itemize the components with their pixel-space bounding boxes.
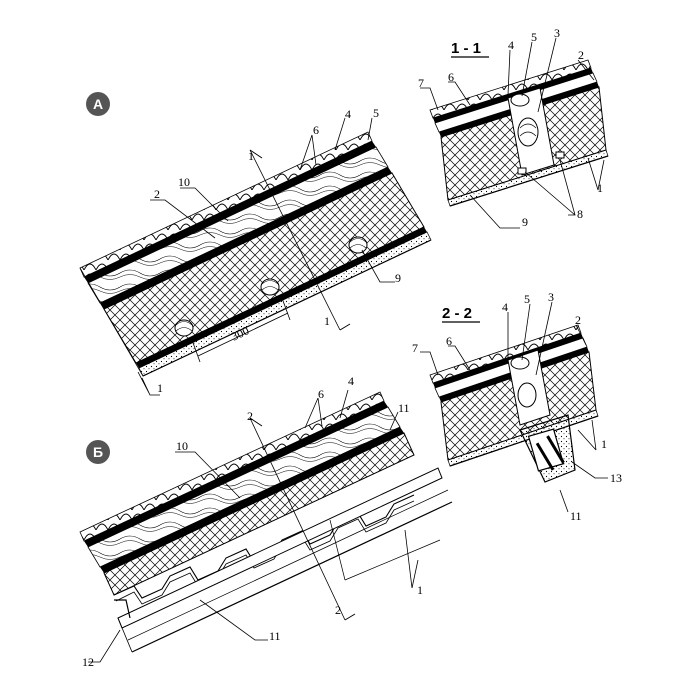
callout-4-s22: 4 [502,300,508,314]
insulation-layer-b [103,432,415,596]
callout-4-s11: 4 [508,38,514,52]
callout-3-s11: 3 [554,26,560,40]
variant-b-detail [79,389,453,663]
section-2-2-title: 2 - 2 [442,305,472,322]
callout-6-s22: 6 [446,334,452,348]
callout-4-a: 4 [345,107,351,121]
callout-13-s22: 13 [610,471,622,485]
callout-1-s22: 1 [601,437,607,451]
callout-9-a: 9 [395,271,401,285]
callout-11-b-top: 11 [398,401,410,415]
callout-2-b-bottom: 2 [335,603,341,617]
callout-1-a-top: 1 [248,149,254,163]
variant-b-badge [86,440,110,464]
callout-11-b-bottom: 11 [269,629,281,643]
section-1-1-detail [420,37,609,229]
callout-3-s22: 3 [548,290,554,304]
variant-a-badge [86,92,110,116]
purlin-logs-a [174,236,368,337]
callout-5-s22: 5 [524,292,530,306]
dimension-300: 300 [229,323,251,343]
callout-1-s11: 1 [597,181,603,195]
callout-1-a-bottom: 1 [324,314,330,328]
callout-5-a: 5 [373,106,379,120]
variant-a-detail [79,117,432,396]
callout-9-s11: 9 [522,215,528,229]
callout-10-a: 10 [178,175,190,189]
variant-b-letter: Б [93,444,103,460]
callout-1-b: 1 [417,583,423,597]
callout-6-a: 6 [313,123,319,137]
callout-8-s11: 8 [577,207,583,221]
callout-4-b: 4 [348,374,354,388]
callout-11-s22: 11 [570,509,582,523]
callout-5-s11: 5 [531,30,537,44]
callout-6-b: 6 [318,387,324,401]
section-2-2-detail [420,301,608,513]
callout-2-s22: 2 [575,313,581,327]
callout-7-s22: 7 [412,341,418,355]
callout-2-s11: 2 [578,48,584,62]
callout-12-b: 12 [82,655,94,669]
callout-7-s11: 7 [418,76,424,90]
callout-6-s11: 6 [448,70,454,84]
callout-2-a: 2 [154,187,160,201]
callout-2-b-top: 2 [247,409,253,423]
callout-10-b: 10 [176,439,188,453]
variant-a-letter: А [93,96,103,112]
section-1-1-title: 1 - 1 [451,40,481,57]
wood-batten-layer-b [87,406,401,568]
callout-1-a-ceiling: 1 [157,381,163,395]
